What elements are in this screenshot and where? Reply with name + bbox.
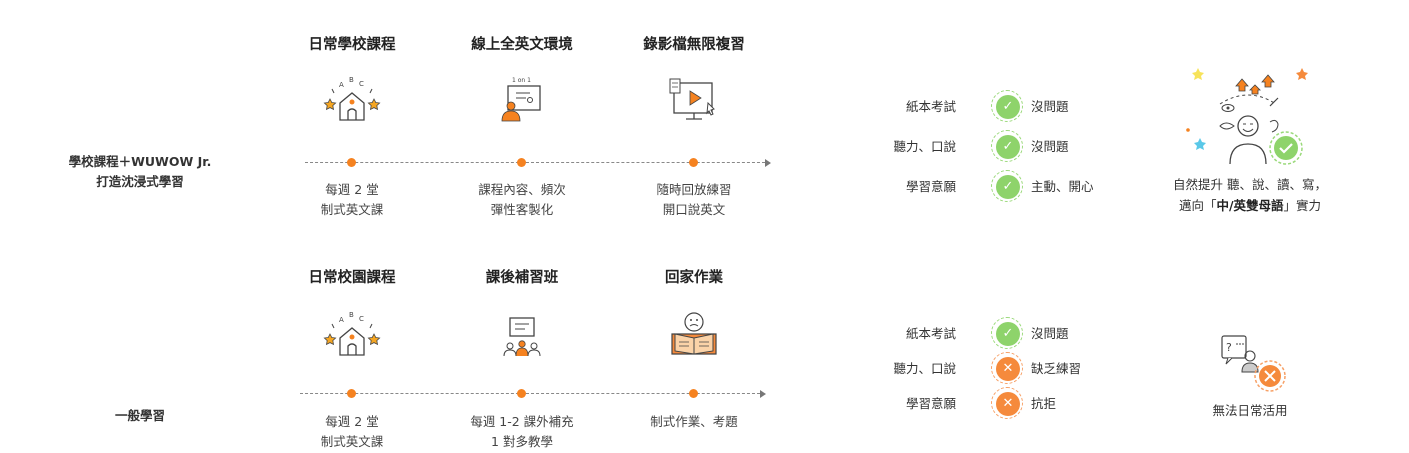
outcome-line: 自然提升 聽、說、讀、寫，	[1173, 177, 1327, 192]
timeline-arrowhead	[765, 159, 771, 167]
row-label-line: 學校課程＋WUWOW Jr.	[68, 154, 212, 169]
icon-letter: B	[349, 311, 354, 319]
column-title: 錄影檔無限複習	[643, 37, 745, 53]
column-description: 課程內容、頻次 彈性客製化	[432, 180, 612, 220]
description-line: 每週 2 堂	[325, 182, 379, 197]
outcome-line: 無法日常活用	[1212, 403, 1288, 418]
description-line: 隨時回放練習	[656, 182, 732, 197]
row-label-line: 一般學習	[114, 408, 165, 423]
icon-letter: B	[349, 76, 354, 84]
column-description: 每週 1-2 課外補充 1 對多教學	[432, 412, 612, 452]
row-label-immersive: 學校課程＋WUWOW Jr. 打造沈浸式學習	[40, 152, 240, 192]
check-badge-icon: ✓	[991, 170, 1023, 202]
timeline	[300, 393, 760, 394]
row-label-general: 一般學習	[40, 406, 240, 426]
check-badge-icon: ✓	[991, 90, 1023, 122]
result-list: 紙本考試 ✓ 沒問題 聽力、口說 ✓ 沒問題 學習意願 ✓ 主動、開心	[876, 90, 1136, 205]
icon-letter: C	[359, 315, 364, 323]
homework-book-icon	[664, 308, 724, 358]
result-value: 沒問題	[1031, 99, 1069, 114]
outcome-suffix: 」實力	[1283, 198, 1322, 213]
check-badge-icon: ✓	[991, 130, 1023, 162]
result-label: 紙本考試	[905, 326, 956, 341]
confused-kid-icon: ?	[1218, 332, 1288, 392]
school-abc-icon: A B C	[322, 73, 382, 123]
cross-badge-icon: ✕	[991, 387, 1023, 419]
result-value: 沒問題	[1031, 326, 1069, 341]
description-line: 制式作業、考題	[650, 414, 738, 429]
column-title: 課後補習班	[485, 270, 559, 286]
description-line: 課程內容、頻次	[478, 182, 566, 197]
result-value: 主動、開心	[1031, 179, 1094, 194]
column-description: 每週 2 堂 制式英文課	[262, 180, 442, 220]
cram-class-icon	[492, 308, 552, 358]
column-description: 隨時回放練習 開口說英文	[604, 180, 784, 220]
outcome-highlight: 中/英雙母語	[1216, 198, 1284, 213]
icon-letter: C	[359, 80, 364, 88]
column-title: 回家作業	[665, 270, 723, 286]
description-line: 每週 2 堂	[325, 414, 379, 429]
check-badge-icon: ✓	[991, 317, 1023, 349]
description-line: 彈性客製化	[490, 202, 554, 217]
result-value: 缺乏練習	[1031, 361, 1082, 376]
school-abc-icon: A B C	[322, 308, 382, 358]
cross-mark-icon: ✕	[1002, 361, 1014, 376]
video-replay-icon	[664, 73, 724, 123]
cross-mark-icon: ✕	[1002, 396, 1014, 411]
icon-letter: A	[339, 81, 344, 89]
cross-badge-icon: ✕	[991, 352, 1023, 384]
timeline-dot	[347, 389, 356, 398]
column-description: 每週 2 堂 制式英文課	[262, 412, 442, 452]
timeline-dot	[517, 389, 526, 398]
result-label: 聽力、口說	[893, 361, 956, 376]
result-label: 學習意願	[905, 179, 956, 194]
description-line: 制式英文課	[320, 434, 384, 449]
description-line: 1 對多教學	[491, 434, 553, 449]
online-1on1-icon: 1 on 1	[492, 73, 552, 123]
result-value: 抗拒	[1031, 396, 1057, 411]
timeline-arrowhead	[760, 390, 766, 398]
column-title: 日常學校課程	[308, 37, 396, 53]
check-mark-icon: ✓	[1002, 326, 1014, 341]
timeline-dot	[347, 158, 356, 167]
row-label-line: 打造沈浸式學習	[96, 174, 184, 189]
column-title: 線上全英文環境	[471, 37, 573, 53]
result-value: 沒問題	[1031, 139, 1069, 154]
check-mark-icon: ✓	[1002, 99, 1014, 114]
icon-text: 1 on 1	[512, 77, 531, 84]
description-line: 開口說英文	[662, 202, 726, 217]
column-title: 日常校園課程	[308, 270, 396, 286]
outcome-prefix: 邁向「	[1178, 198, 1217, 213]
check-mark-icon: ✓	[1002, 179, 1014, 194]
svg-text:?: ?	[1226, 341, 1232, 354]
description-line: 制式英文課	[320, 202, 384, 217]
timeline-dot	[517, 158, 526, 167]
timeline-dot	[689, 389, 698, 398]
result-label: 紙本考試	[905, 99, 956, 114]
result-list: 紙本考試 ✓ 沒問題 聽力、口說 ✕ 缺乏練習 學習意願 ✕ 抗拒	[876, 317, 1136, 432]
timeline-dot	[689, 158, 698, 167]
timeline	[305, 162, 765, 163]
icon-letter: A	[339, 316, 344, 324]
outcome-line: 邁向「中/英雙母語」實力	[1150, 195, 1350, 216]
outcome-text: 無法日常活用	[1150, 400, 1350, 421]
description-line: 每週 1-2 課外補充	[470, 414, 574, 429]
column-description: 制式作業、考題	[604, 412, 784, 432]
check-mark-icon: ✓	[1002, 139, 1014, 154]
bilingual-kid-icon	[1178, 64, 1318, 172]
outcome-text: 自然提升 聽、說、讀、寫， 邁向「中/英雙母語」實力	[1150, 174, 1350, 216]
result-label: 學習意願	[905, 396, 956, 411]
result-label: 聽力、口說	[893, 139, 956, 154]
